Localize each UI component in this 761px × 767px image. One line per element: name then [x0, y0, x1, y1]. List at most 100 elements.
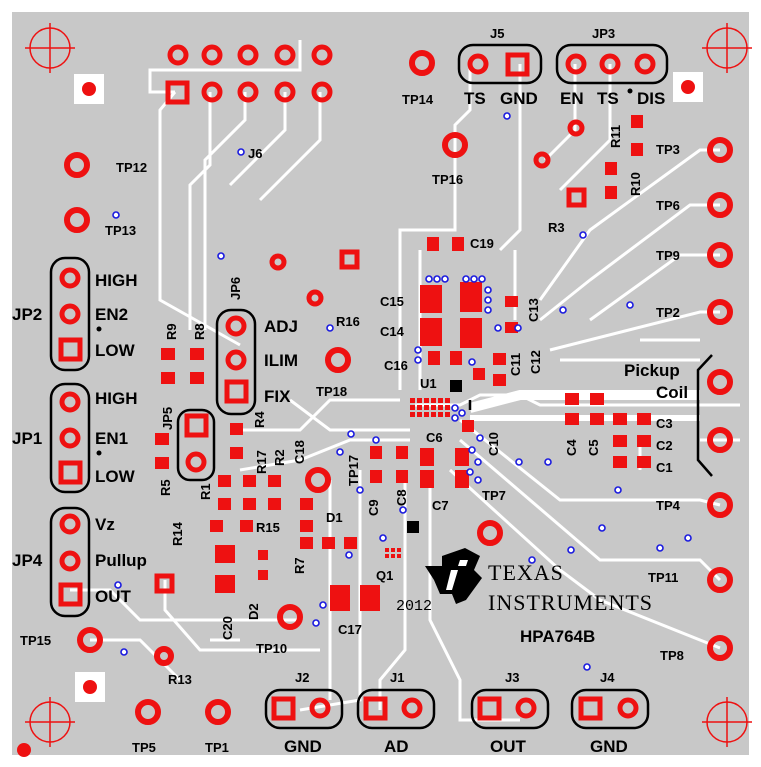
- coil-label-1: Pickup: [624, 361, 680, 380]
- r1-label: R1: [198, 483, 213, 500]
- jp6-ref: JP6: [228, 277, 243, 300]
- tp14-label: TP14: [402, 92, 434, 107]
- j4-ref: J4: [600, 670, 615, 685]
- jp2-top-label: HIGH: [95, 271, 138, 290]
- c1-label: C1: [656, 460, 673, 475]
- u1-marker: [450, 380, 462, 392]
- coil-trace: [468, 390, 700, 413]
- c16-label: C16: [384, 358, 408, 373]
- j5-pin1-label: TS: [464, 89, 486, 108]
- jp3-pin1-label: EN: [560, 89, 584, 108]
- c17-label: C17: [338, 622, 362, 637]
- tp10-label: TP10: [256, 641, 287, 656]
- r9-label: R9: [164, 323, 179, 340]
- r13-label: R13: [168, 672, 192, 687]
- tp16-label: TP16: [432, 172, 463, 187]
- c20-label: C20: [220, 616, 235, 640]
- j4-label: GND: [590, 737, 628, 756]
- c12-label: C12: [528, 350, 543, 374]
- j2-ref: J2: [295, 670, 309, 685]
- fiducials: [17, 72, 703, 757]
- c5-label: C5: [586, 439, 601, 456]
- silk-outlines: [49, 43, 713, 730]
- tp18-label: TP18: [316, 384, 347, 399]
- j6-ref: J6: [248, 146, 262, 161]
- smd-pads: [155, 115, 651, 611]
- r11-label: R11: [608, 125, 623, 148]
- c13-label: C13: [526, 298, 541, 322]
- jp3-ref: JP3: [592, 26, 615, 41]
- jp5-ref: JP5: [160, 407, 175, 430]
- jp3-dot: [627, 88, 633, 94]
- d2-label: D2: [246, 603, 261, 620]
- tp5-label: TP5: [132, 740, 156, 755]
- j1-ref: J1: [390, 670, 404, 685]
- c8-label: C8: [394, 489, 409, 506]
- jp2-dot: [96, 326, 102, 332]
- board-substrate: [12, 12, 749, 755]
- vias: [112, 112, 692, 671]
- c7-label: C7: [432, 498, 449, 513]
- r5-label: R5: [158, 479, 173, 496]
- c19-label: C19: [470, 236, 494, 251]
- jp6-mid-label: ILIM: [264, 351, 298, 370]
- j5-pin2-label: GND: [500, 89, 538, 108]
- tp9-label: TP9: [656, 248, 680, 263]
- jp2-mid-label: EN2: [95, 305, 128, 324]
- tp4-label: TP4: [656, 498, 681, 513]
- u1-bga: [385, 398, 450, 558]
- jp3-pin2-label: TS: [597, 89, 619, 108]
- c18-label: C18: [292, 440, 307, 464]
- jp4-top-label: Vz: [95, 515, 115, 534]
- jp4-bot-label: OUT: [95, 587, 132, 606]
- r2-label: R2: [272, 449, 287, 466]
- jp4-mid-label: Pullup: [95, 551, 147, 570]
- u1-label: U1: [420, 376, 437, 391]
- r15-label: R15: [256, 520, 280, 535]
- jp3-pin3-label: DIS: [637, 89, 665, 108]
- through-hole-pads: [59, 44, 656, 719]
- ti-logo-line1: TEXAS: [488, 560, 564, 585]
- tp15-label: TP15: [20, 633, 51, 648]
- r10-label: R10: [628, 172, 643, 196]
- jp1-ref: JP1: [12, 429, 42, 448]
- jp4-ref: JP4: [12, 551, 43, 570]
- r4-label: R4: [252, 411, 267, 428]
- j1-label: AD: [384, 737, 409, 756]
- test-point-pads: [64, 50, 733, 725]
- tp1-label: TP1: [205, 740, 229, 755]
- jp2-ref: JP2: [12, 305, 42, 324]
- tp6-label: TP6: [656, 198, 680, 213]
- c9-label: C9: [366, 499, 381, 516]
- q1-label: Q1: [376, 568, 393, 583]
- board-year: 2012: [396, 598, 432, 615]
- jp1-dot: [96, 450, 102, 456]
- ti-logo-mark: [446, 560, 468, 590]
- j3-label: OUT: [490, 737, 527, 756]
- r7-label: R7: [292, 557, 307, 574]
- r8-label: R8: [192, 323, 207, 340]
- c6-label: C6: [426, 430, 443, 445]
- jp1-bot-label: LOW: [95, 467, 136, 486]
- d1-label: D1: [326, 510, 343, 525]
- c15-label: C15: [380, 294, 404, 309]
- mounting-holes: [25, 23, 752, 747]
- tp12-label: TP12: [116, 160, 147, 175]
- c4-label: C4: [564, 439, 579, 456]
- r14-label: R14: [170, 521, 185, 546]
- jp6-bot-label: FIX: [264, 387, 291, 406]
- q1-marker: [407, 521, 419, 533]
- tp3-label: TP3: [656, 142, 680, 157]
- board-name: HPA764B: [520, 627, 595, 646]
- tp17-label: TP17: [346, 455, 361, 486]
- r17-label: R17: [254, 450, 269, 474]
- jp2-bot-label: LOW: [95, 341, 136, 360]
- ti-logo-line2: INSTRUMENTS: [488, 590, 653, 615]
- tp8-label: TP8: [660, 648, 684, 663]
- jp1-top-label: HIGH: [95, 389, 138, 408]
- jp1-mid-label: EN1: [95, 429, 128, 448]
- c14-label: C14: [380, 324, 405, 339]
- coil-label-2: Coil: [656, 383, 688, 402]
- tp13-label: TP13: [105, 223, 136, 238]
